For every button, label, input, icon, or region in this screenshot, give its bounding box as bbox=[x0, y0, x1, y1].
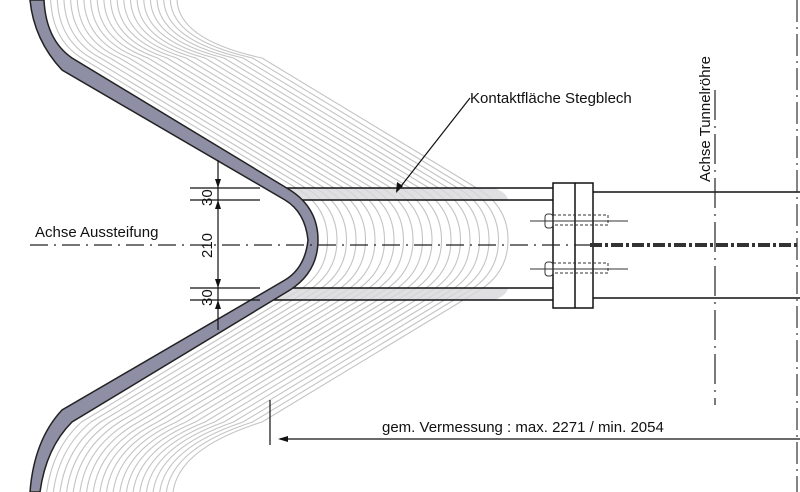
contour-line bbox=[132, 0, 452, 492]
contour-line bbox=[145, 0, 471, 492]
contact-leader bbox=[396, 97, 471, 193]
contour-line bbox=[46, 0, 329, 492]
dimension-chain bbox=[190, 160, 260, 330]
axis-bracing-label: Achse Aussteifung bbox=[35, 224, 158, 241]
contour-line bbox=[86, 0, 386, 492]
measurement-leader bbox=[269, 400, 800, 445]
plate-lines bbox=[272, 187, 800, 301]
contour-line bbox=[92, 0, 395, 492]
survey-contour-lines bbox=[46, 0, 509, 492]
contour-line bbox=[125, 0, 443, 492]
steel-profile bbox=[29, 0, 319, 492]
contour-line bbox=[105, 0, 414, 492]
bottom-contact-plate bbox=[275, 288, 508, 300]
contour-line bbox=[79, 0, 376, 492]
contour-line bbox=[99, 0, 405, 492]
contour-line bbox=[139, 0, 462, 492]
measurement-label: gem. Vermessung : max. 2271 / min. 2054 bbox=[382, 419, 664, 436]
dim-bottom-plate: 30 bbox=[199, 289, 216, 306]
bolts bbox=[530, 213, 628, 277]
contour-line bbox=[172, 0, 509, 492]
axis-tunnel-label: Achse Tunnelröhre bbox=[697, 56, 714, 182]
dim-top-plate: 30 bbox=[199, 189, 216, 206]
dim-middle: 210 bbox=[199, 233, 216, 258]
contour-line bbox=[72, 0, 367, 492]
top-contact-plate bbox=[275, 188, 508, 200]
contour-line bbox=[119, 0, 433, 492]
contour-line bbox=[112, 0, 424, 492]
contour-line bbox=[59, 0, 348, 492]
contour-line bbox=[159, 0, 490, 492]
contact-surface-label: Kontaktfläche Stegblech bbox=[470, 90, 632, 107]
contour-line bbox=[165, 0, 500, 492]
contour-line bbox=[66, 0, 357, 492]
contour-line bbox=[152, 0, 481, 492]
contour-line bbox=[52, 0, 338, 492]
